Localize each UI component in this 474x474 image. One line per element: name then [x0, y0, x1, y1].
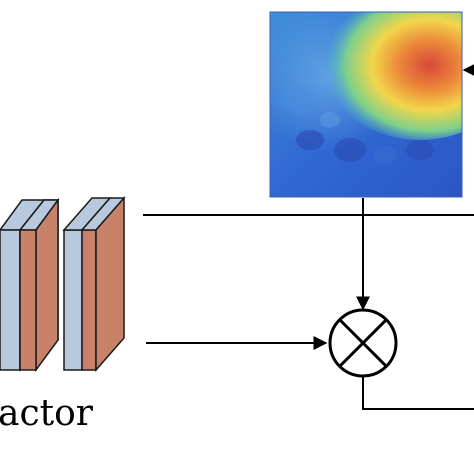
feature-block-2-front — [95, 196, 125, 372]
feature-block-1-side-strip — [19, 229, 37, 371]
feature-block-1-front-face — [35, 197, 59, 373]
feature-block-2-front-strip — [81, 229, 97, 371]
feature-block-1-side — [0, 229, 21, 371]
attention-heatmap-image — [270, 12, 462, 197]
feature-block-1 — [0, 197, 60, 373]
feature-block-2 — [62, 196, 126, 372]
multiply-output-line — [362, 376, 474, 410]
heatmap-frame — [269, 11, 463, 198]
feature-block-2-side — [63, 229, 83, 371]
circle-x-multiply-icon — [328, 308, 398, 378]
module-label: actor — [0, 393, 94, 434]
